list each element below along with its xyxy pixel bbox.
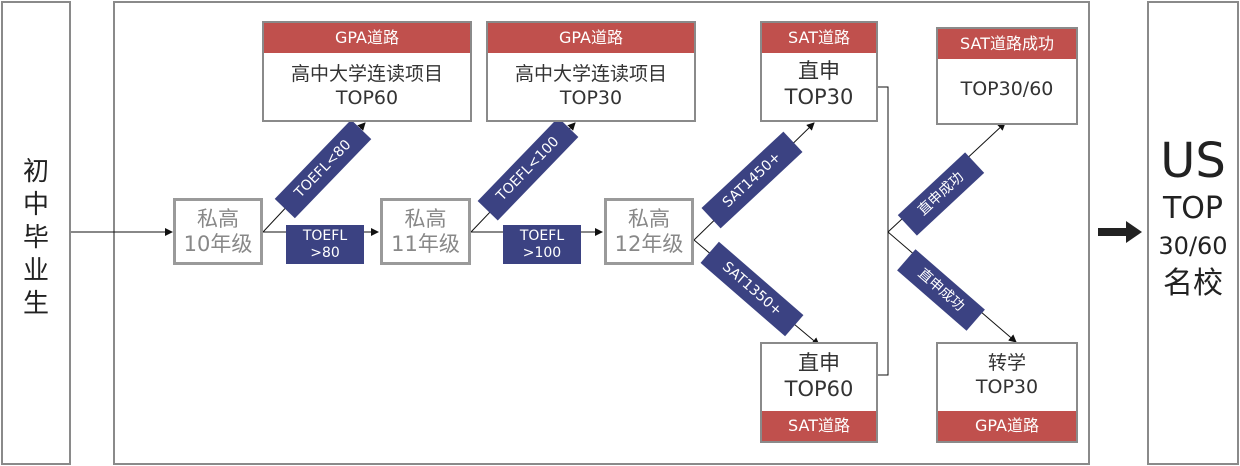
left-label-char: 初 (22, 157, 49, 187)
sat-success-line1: TOP30/60 (960, 78, 1054, 100)
gpa-top60-header: GPA道路 (264, 23, 470, 53)
left-panel: 初 中 毕 业 生 (1, 1, 71, 465)
toefl-100-flat-tag: TOEFL >100 (503, 225, 581, 264)
sat-success-header: SAT道路成功 (938, 29, 1076, 59)
gpa-top60-box: GPA道路 高中大学连读项目 TOP60 (262, 21, 472, 122)
left-label-char: 中 (22, 190, 49, 220)
left-label-char: 生 (22, 289, 49, 319)
result-line-rank: 30/60 (1158, 232, 1228, 260)
gpa-top60-line2: TOP60 (335, 87, 399, 109)
gpa-top60-line1: 高中大学连读项目 (290, 63, 443, 85)
gpa-top30-header: GPA道路 (488, 23, 694, 53)
grade-11-line2: 11年级 (391, 231, 460, 256)
grade-12-line1: 私高 (628, 206, 670, 231)
sat-top30-header: SAT道路 (762, 23, 876, 53)
sat-top30-line1: 直申 (798, 59, 840, 83)
left-label-char: 业 (22, 256, 49, 286)
gpa-top30-box: GPA道路 高中大学连读项目 TOP30 (486, 21, 696, 122)
sat-top60-box: 直申 TOP60 SAT道路 (760, 342, 878, 443)
result-line-school: 名校 (1163, 266, 1223, 301)
left-label: 初 中 毕 业 生 (3, 156, 69, 321)
grade-10-line2: 10年级 (183, 231, 253, 256)
toefl-100-flat-line2: >100 (522, 244, 562, 261)
sat-top30-box: SAT道路 直申 TOP30 (760, 21, 878, 122)
sat-success-box: SAT道路成功 TOP30/60 (936, 27, 1078, 125)
toefl-80-flat-line1: TOEFL (302, 227, 348, 244)
gpa-top30-line2: TOP30 (559, 87, 623, 109)
transfer-line2: TOP30 (975, 376, 1039, 398)
left-label-char: 毕 (22, 223, 49, 253)
transfer-box: 转学 TOP30 GPA道路 (936, 342, 1078, 443)
toefl-80-flat-tag: TOEFL >80 (286, 225, 364, 264)
sat-top60-footer: SAT道路 (762, 411, 876, 441)
gpa-top30-line1: 高中大学连读项目 (514, 63, 667, 85)
grade-10-box: 私高 10年级 (173, 198, 263, 265)
result-text: US TOP 30/60 名校 (1147, 132, 1239, 304)
grade-11-line1: 私高 (404, 206, 447, 231)
grade-10-line1: 私高 (197, 206, 239, 231)
transfer-line1: 转学 (987, 352, 1026, 374)
grade-12-line2: 12年级 (614, 231, 684, 256)
toefl-80-flat-line2: >80 (310, 244, 340, 261)
grade-11-box: 私高 11年级 (380, 198, 471, 265)
sat-top60-line2: TOP60 (784, 377, 854, 401)
toefl-100-flat-line1: TOEFL (519, 227, 565, 244)
result-panel (1147, 1, 1239, 465)
bracket-line (858, 86, 889, 376)
result-line-us: US (1160, 133, 1226, 189)
grade-12-box: 私高 12年级 (604, 198, 694, 265)
result-arrow (1098, 221, 1142, 243)
sat-top30-line2: TOP30 (784, 85, 854, 109)
transfer-footer: GPA道路 (938, 411, 1076, 441)
sat-top60-line1: 直申 (798, 351, 840, 375)
result-line-top: TOP (1162, 191, 1224, 226)
